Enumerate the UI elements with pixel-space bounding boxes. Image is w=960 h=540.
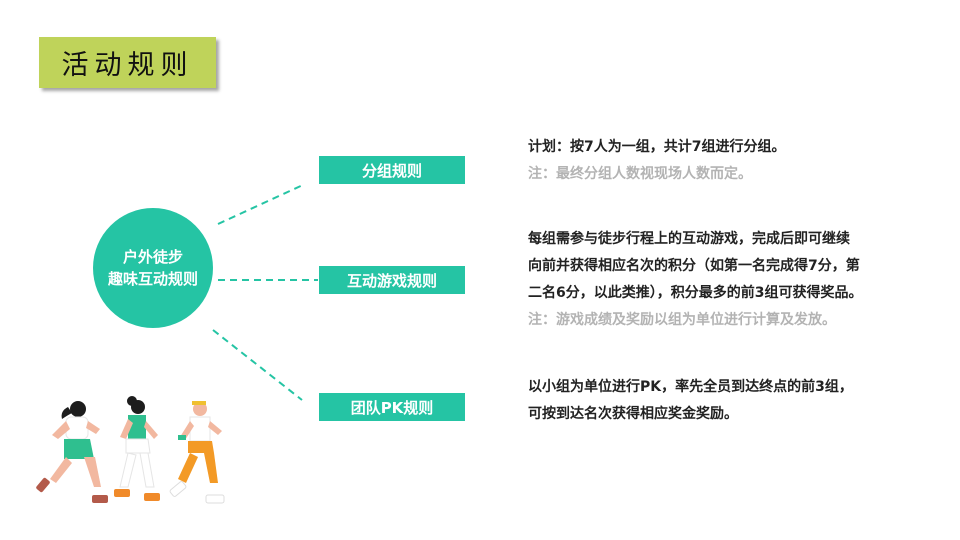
page-title: 活动规则 (39, 37, 216, 88)
runner-2-icon (114, 396, 160, 501)
desc-line: 向前并获得相应名次的积分（如第一名完成得7分，第 (528, 258, 860, 274)
desc-note: 注：游戏成绩及奖励以组为单位进行计算及发放。 (528, 312, 836, 328)
runner-3-icon (169, 401, 225, 504)
desc-note: 注：最终分组人数视现场人数而定。 (528, 166, 752, 182)
runner-1-icon (36, 401, 108, 503)
rule-label-grouping: 分组规则 (319, 156, 465, 184)
desc-line: 二名6分，以此类推），积分最多的前3组可获得奖品。 (528, 285, 863, 301)
desc-line: 以小组为单位进行PK，率先全员到达终点的前3组， (528, 379, 853, 395)
rule-desc-pk: 以小组为单位进行PK，率先全员到达终点的前3组， 可按到达名次获得相应奖金奖励。 (528, 374, 853, 428)
hub-line-2: 趣味互动规则 (107, 270, 198, 288)
rule-desc-game: 每组需参与徒步行程上的互动游戏，完成后即可继续 向前并获得相应名次的积分（如第一… (528, 226, 862, 334)
desc-line: 可按到达名次获得相应奖金奖励。 (528, 406, 738, 422)
hub-circle: 户外徒步 趣味互动规则 (93, 208, 213, 328)
connector-line-bottom (212, 329, 303, 401)
runners-illustration (36, 396, 225, 504)
desc-line: 每组需参与徒步行程上的互动游戏，完成后即可继续 (528, 231, 850, 247)
rule-desc-grouping: 计划：按7人为一组，共计7组进行分组。 注：最终分组人数视现场人数而定。 (528, 134, 785, 188)
rule-label-game: 互动游戏规则 (319, 266, 465, 294)
rule-label-pk: 团队PK规则 (319, 393, 465, 421)
hub-line-1: 户外徒步 (122, 248, 183, 266)
connector-line-top (217, 183, 306, 225)
desc-line: 计划：按7人为一组，共计7组进行分组。 (528, 139, 786, 155)
